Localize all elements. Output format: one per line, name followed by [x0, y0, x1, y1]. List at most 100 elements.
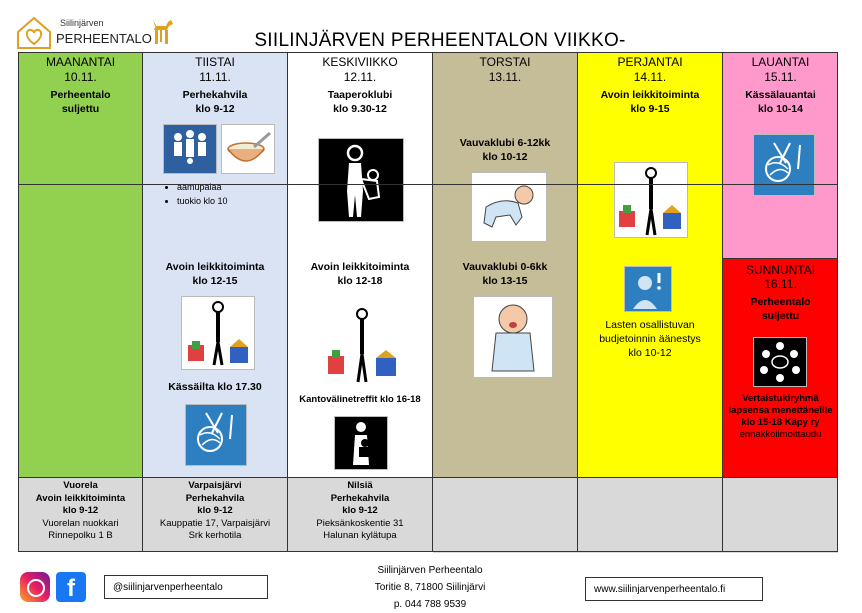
family-group-icon	[163, 124, 217, 174]
event-text: Vauvaklubi 6-12kk	[459, 137, 551, 149]
instagram-handle[interactable]: @siilinjarvenperheentalo	[104, 575, 268, 599]
footer-location: Vuorelan nuokkari	[42, 517, 119, 529]
day-name: SUNNUNTAI	[745, 263, 816, 277]
day-name: TORSTAI	[479, 55, 531, 69]
day-name: LAUANTAI	[751, 55, 810, 69]
event-text: klo 13-15	[482, 275, 528, 287]
adult-holding-child-icon	[318, 138, 404, 222]
street-address: Toritie 8, 71800 Siilinjärvi	[374, 582, 486, 593]
event-text: Avoin leikkitoiminta	[600, 89, 700, 101]
event-text: Perhekahvila	[182, 89, 248, 101]
event-text: Avoin leikkitoiminta	[165, 261, 265, 273]
event-text: klo 9.30-12	[333, 103, 387, 115]
footer-cell-wednesday: Nilsiä Perhekahvila klo 9-12 Pieksänkosk…	[288, 477, 432, 552]
day-name: KESKIVIIKKO	[322, 55, 398, 69]
footer-event: Perhekahvila	[185, 492, 245, 504]
perheentalo-logo: Siilinjärven PERHEENTALO	[14, 14, 174, 54]
footer-cell-tuesday: Varpaisjärvi Perhekahvila klo 9-12 Kaupp…	[143, 477, 287, 552]
event-text: suljettu	[61, 103, 100, 115]
event-text: Lasten osallistuvan	[605, 319, 695, 331]
day-date: 16.11.	[764, 277, 797, 291]
event-text: suljettu	[761, 310, 800, 322]
day-column-monday: MAANANTAI 10.11. Perheentalo suljettu Vu…	[18, 52, 142, 552]
footer-time: klo 9-12	[62, 505, 99, 516]
event-text: klo 10-14	[758, 103, 803, 115]
knitting-yarn-icon	[185, 404, 247, 466]
website-link[interactable]: www.siilinjarvenperheentalo.fi	[585, 577, 763, 601]
list-item: aamupalaa	[177, 180, 228, 194]
event-text: Taaperoklubi	[327, 89, 393, 101]
divider	[722, 477, 723, 552]
play-person-icon	[324, 304, 400, 384]
day-date: 13.11.	[488, 70, 522, 84]
play-person-icon	[181, 296, 255, 370]
footer-address: Rinnepolku 1 B	[48, 530, 113, 541]
event-text: klo 10-12	[482, 151, 528, 163]
event-text: Vauvaklubi 0-6kk	[462, 261, 548, 273]
day-name: TIISTAI	[195, 55, 235, 69]
tuesday-bullet-list: aamupalaa tuokio klo 10	[163, 180, 228, 208]
schedule-grid-border	[18, 52, 838, 552]
footer-location: Srk kerhotila	[188, 530, 242, 541]
goat-icon	[153, 20, 173, 44]
day-column-thursday: TORSTAI 13.11. Vauvaklubi 6-12kk klo 10-…	[432, 52, 577, 552]
event-text: budjetoinnin äänestys	[599, 333, 701, 345]
event-text: klo 12-15	[192, 275, 238, 287]
day-date: 10.11.	[64, 70, 97, 84]
event-text: Kantovälinetreffit klo 16-18	[299, 394, 421, 405]
day-date: 12.11.	[343, 70, 377, 84]
footer-event: Perhekahvila	[330, 492, 390, 504]
footer-address: Kauppatie 17, Varpaisjärvi	[159, 517, 271, 529]
footer-place: Varpaisjärvi	[188, 480, 242, 491]
event-text: Kässäilta klo 17.30	[168, 381, 262, 393]
facebook-icon[interactable]: f	[56, 572, 86, 602]
event-text: Perheentalo	[750, 296, 811, 308]
crawling-baby-icon	[471, 172, 547, 242]
baby-icon	[473, 296, 553, 378]
address-block: Siilinjärven Perheentalo Toritie 8, 7180…	[330, 562, 530, 613]
play-person-icon	[614, 162, 688, 238]
knitting-yarn-icon	[753, 134, 815, 196]
org-name: Siilinjärven Perheentalo	[377, 565, 483, 576]
event-text: ennakkoilmoittaudu	[739, 429, 822, 440]
divider	[18, 477, 433, 478]
event-text: klo 9-15	[630, 103, 670, 115]
day-date: 15.11.	[764, 70, 797, 84]
day-date: 14.11.	[633, 70, 667, 84]
baby-carrier-icon	[334, 416, 388, 470]
event-text: lapsensa menettäneille	[728, 405, 833, 416]
day-name: MAANANTAI	[45, 55, 116, 69]
day-date: 11.11.	[199, 70, 231, 84]
porridge-bowl-icon	[221, 124, 275, 174]
footer-time: klo 9-12	[342, 505, 378, 516]
divider	[18, 184, 838, 185]
day-column-wednesday: KESKIVIIKKO 12.11. Taaperoklubi klo 9.30…	[287, 52, 432, 552]
footer-address: Pieksänkoskentie 31	[316, 517, 404, 529]
footer-event: Avoin leikkitoiminta	[35, 492, 126, 504]
footer-time: klo 9-12	[197, 505, 233, 516]
event-text: klo 12-18	[337, 275, 383, 287]
phone-number: p. 044 788 9539	[393, 599, 467, 610]
day-column-tuesday: TIISTAI 11.11. Perhekahvila klo 9-12 aam…	[142, 52, 287, 552]
event-text: klo 9-12	[195, 103, 235, 115]
logo-text-top: Siilinjärven	[60, 18, 104, 28]
footer-cell-monday: Vuorela Avoin leikkitoiminta klo 9-12 Vu…	[19, 477, 142, 552]
house-heart-icon	[17, 16, 51, 49]
event-text: Avoin leikkitoiminta	[310, 261, 410, 273]
logo-text-bottom: PERHEENTALO	[56, 31, 152, 46]
footer-location: Halunan kylätupa	[323, 530, 397, 541]
divider	[577, 477, 578, 552]
day-column-friday: PERJANTAI 14.11. Avoin leikkitoiminta kl…	[577, 52, 722, 552]
instagram-icon[interactable]	[20, 572, 50, 602]
sunday-panel: SUNNUNTAI 16.11. Perheentalo suljettu Ve…	[723, 258, 838, 478]
event-text: Perheentalo	[50, 89, 111, 101]
day-name: PERJANTAI	[617, 55, 683, 69]
event-text: klo 10-12	[628, 347, 672, 359]
voting-hand-icon	[624, 266, 672, 312]
event-text: klo 15-18 Käpy ry	[741, 417, 820, 428]
footer-place: Nilsiä	[347, 480, 373, 491]
footer-row-empty	[433, 477, 838, 553]
list-item: tuokio klo 10	[177, 194, 228, 208]
support-group-icon	[753, 337, 807, 387]
footer-place: Vuorela	[63, 480, 98, 491]
